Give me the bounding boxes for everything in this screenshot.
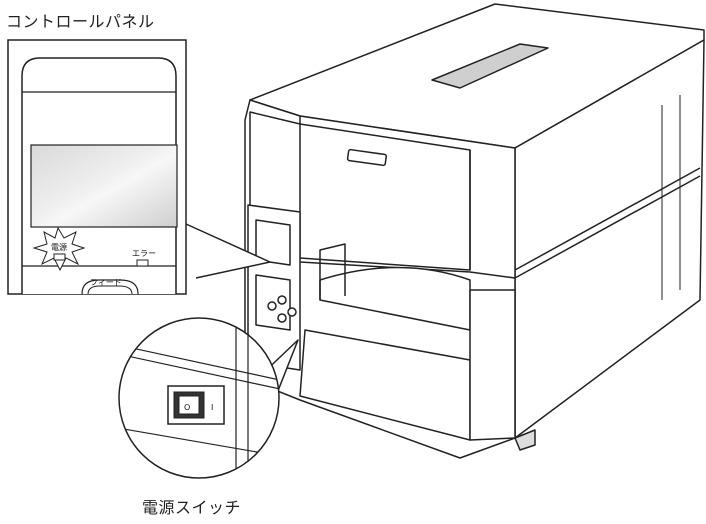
control-panel-label: コントロールパネル	[6, 12, 155, 31]
error-led	[136, 259, 149, 267]
callout-pointer	[185, 223, 271, 279]
front-emblem-slot	[346, 148, 388, 167]
power-led-burst	[32, 226, 86, 272]
control-panel-callout: 電源 エラー フィード	[7, 39, 271, 295]
lcd-display	[30, 144, 178, 228]
top-slot-window	[431, 43, 549, 89]
power-switch-label: 電源スイッチ	[142, 498, 242, 517]
power-led-label: 電源	[51, 243, 67, 252]
power-switch-callout: O I	[118, 317, 299, 479]
power-led	[53, 253, 66, 261]
feed-button[interactable]	[81, 279, 139, 295]
power-rocker-switch[interactable]: O I	[167, 385, 225, 425]
switch-on-symbol: I	[211, 403, 213, 412]
error-led-label: エラー	[132, 249, 156, 258]
printer-body	[244, 3, 705, 459]
feed-button-label: フィード	[90, 278, 122, 287]
switch-off-symbol: O	[184, 403, 190, 412]
